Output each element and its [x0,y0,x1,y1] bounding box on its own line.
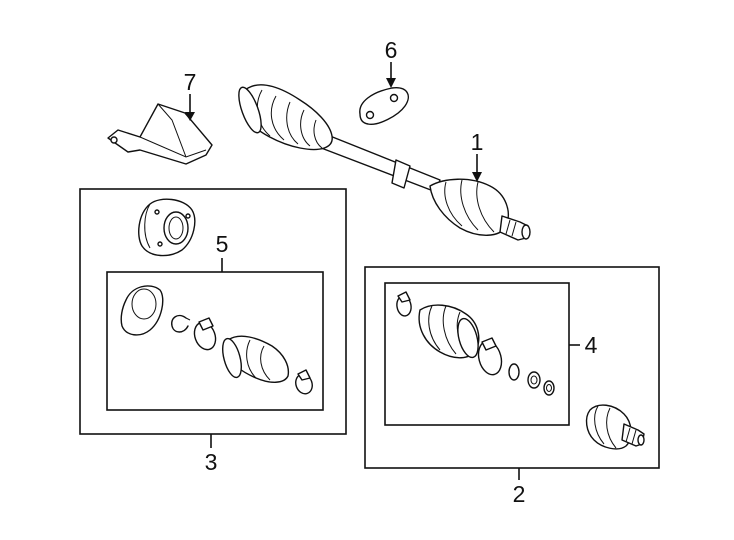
callout-5-label: 5 [216,231,229,257]
retaining-plate-icon [359,87,409,125]
heat-shield-icon [107,103,213,165]
callout-5: 5 [216,231,229,272]
callout-6: 6 [385,37,398,88]
callout-3-label: 3 [205,449,218,475]
inner-cv-joint-kit-box [79,188,347,435]
callout-2-label: 2 [513,481,526,507]
outer-cv-joint-kit-box [364,266,660,469]
outer-boot-kit-box [384,282,570,426]
callout-4-label: 4 [585,332,598,358]
callout-2: 2 [513,468,526,507]
callout-4: 4 [569,332,598,358]
callout-7-label: 7 [184,69,197,95]
callout-6-label: 6 [385,37,398,63]
cv-joint-housing-icon [138,198,196,257]
callout-3: 3 [205,434,218,475]
outer-boot-kit-parts-icon [396,291,555,396]
axle-shaft-assembly-icon [238,84,531,241]
callout-7: 7 [184,69,197,121]
inner-boot-kit-parts-icon [120,285,313,395]
outer-cv-joint-icon [585,404,645,450]
inner-boot-kit-box [106,271,324,411]
callout-1: 1 [471,129,484,182]
callout-1-label: 1 [471,129,484,155]
